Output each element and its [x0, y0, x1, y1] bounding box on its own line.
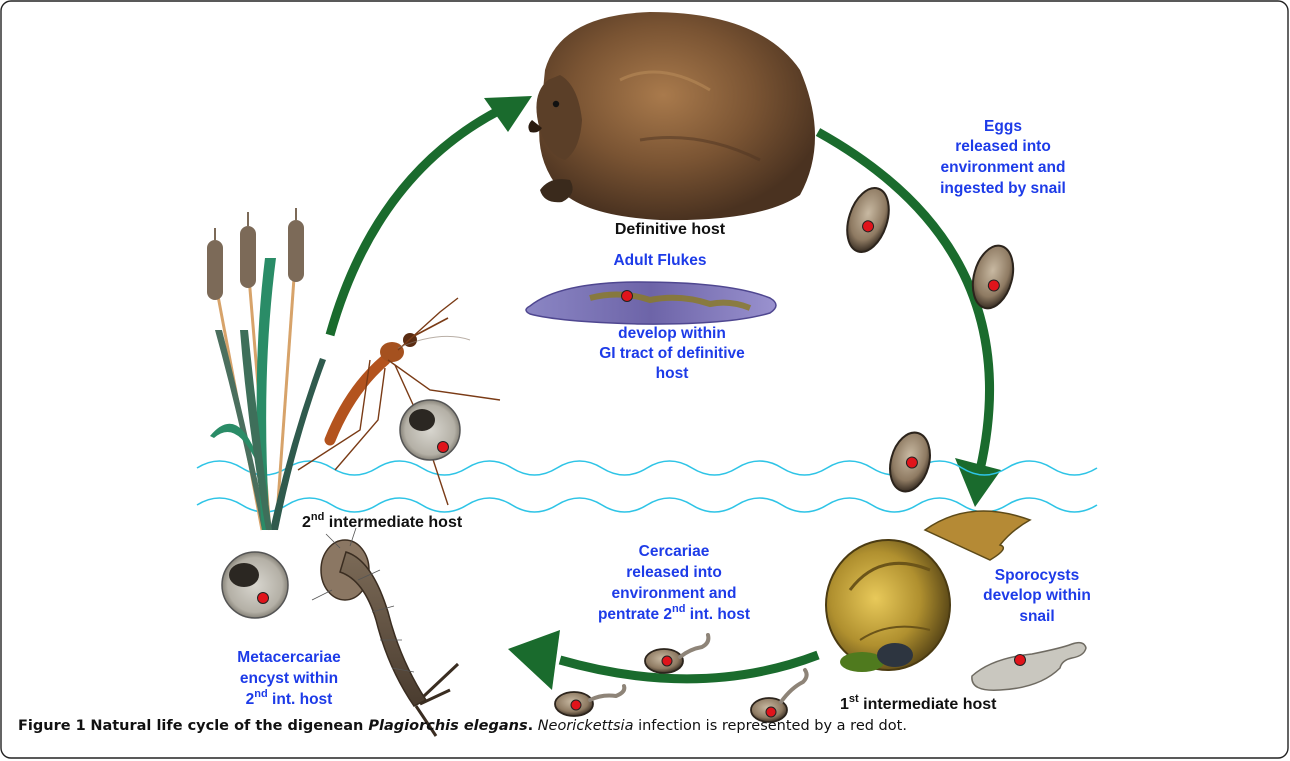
definitive-host-label: Definitive host — [615, 221, 726, 238]
figure-label: Figure 1 — [18, 718, 86, 734]
second-intermediate-host-label: 2nd intermediate host — [302, 511, 463, 531]
metacercariae-line-3: 2nd int. host — [246, 688, 333, 708]
arrowhead-to-snail — [955, 458, 1001, 507]
infection-dot — [571, 700, 581, 710]
sporocysts-line-3: snail — [1019, 608, 1054, 625]
metacercariae-line-2: encyst within — [240, 670, 338, 687]
develop-line-1: develop within — [618, 325, 726, 342]
infection-dot — [766, 707, 776, 717]
caption-species: Neorickettsia — [538, 718, 634, 734]
mosquito-larva-icon — [312, 528, 458, 736]
muskrat-icon — [528, 12, 815, 220]
infection-dot — [622, 291, 633, 302]
arrowhead-to-second-host — [508, 630, 560, 690]
sporocysts-line-2: develop within — [983, 587, 1091, 604]
eggs-line-1: Eggs — [984, 118, 1022, 135]
infection-dot — [438, 442, 449, 453]
adult-fluke-icon — [526, 282, 776, 324]
cercaria-icon — [555, 686, 624, 716]
sporocysts-line-1: Sporocysts — [995, 567, 1079, 584]
develop-line-2: GI tract of definitive — [599, 345, 745, 362]
first-intermediate-host-label: 1st intermediate host — [840, 693, 997, 713]
water-lines — [197, 461, 1097, 512]
cercariae-line-4: pentrate 2nd int. host — [598, 603, 750, 623]
sporocyst-icon — [972, 643, 1086, 691]
metacercaria-icon — [222, 552, 288, 618]
develop-line-3: host — [656, 365, 689, 382]
metacercaria-icon — [400, 400, 460, 460]
eggs-line-4: ingested by snail — [940, 180, 1066, 197]
figure-caption: Figure 1 Natural life cycle of the digen… — [18, 717, 1268, 736]
arrow-to-second-host — [560, 655, 818, 679]
infection-dot — [258, 593, 269, 604]
cercariae-line-3: environment and — [612, 585, 737, 602]
infection-dot — [1015, 655, 1026, 666]
metacercariae-line-1: Metacercariae — [237, 649, 341, 666]
cercaria-icon — [645, 635, 708, 673]
arrow-to-definitive-host — [330, 110, 500, 335]
cattail-plant-icon — [207, 208, 326, 530]
adult-flukes-label: Adult Flukes — [613, 252, 706, 269]
caption-body: infection is represented by a red dot. — [633, 718, 906, 734]
infection-dot — [662, 656, 672, 666]
eggs-line-2: released into — [955, 138, 1051, 155]
cercaria-icon — [751, 670, 807, 722]
cercariae-line-2: released into — [626, 564, 722, 581]
egg-icon — [840, 183, 897, 258]
cercariae-line-1: Cercariae — [639, 543, 710, 560]
eggs-line-3: environment and — [941, 159, 1066, 176]
caption-title: Natural life cycle of the digenean Plagi… — [90, 718, 533, 734]
egg-icon — [884, 428, 936, 496]
